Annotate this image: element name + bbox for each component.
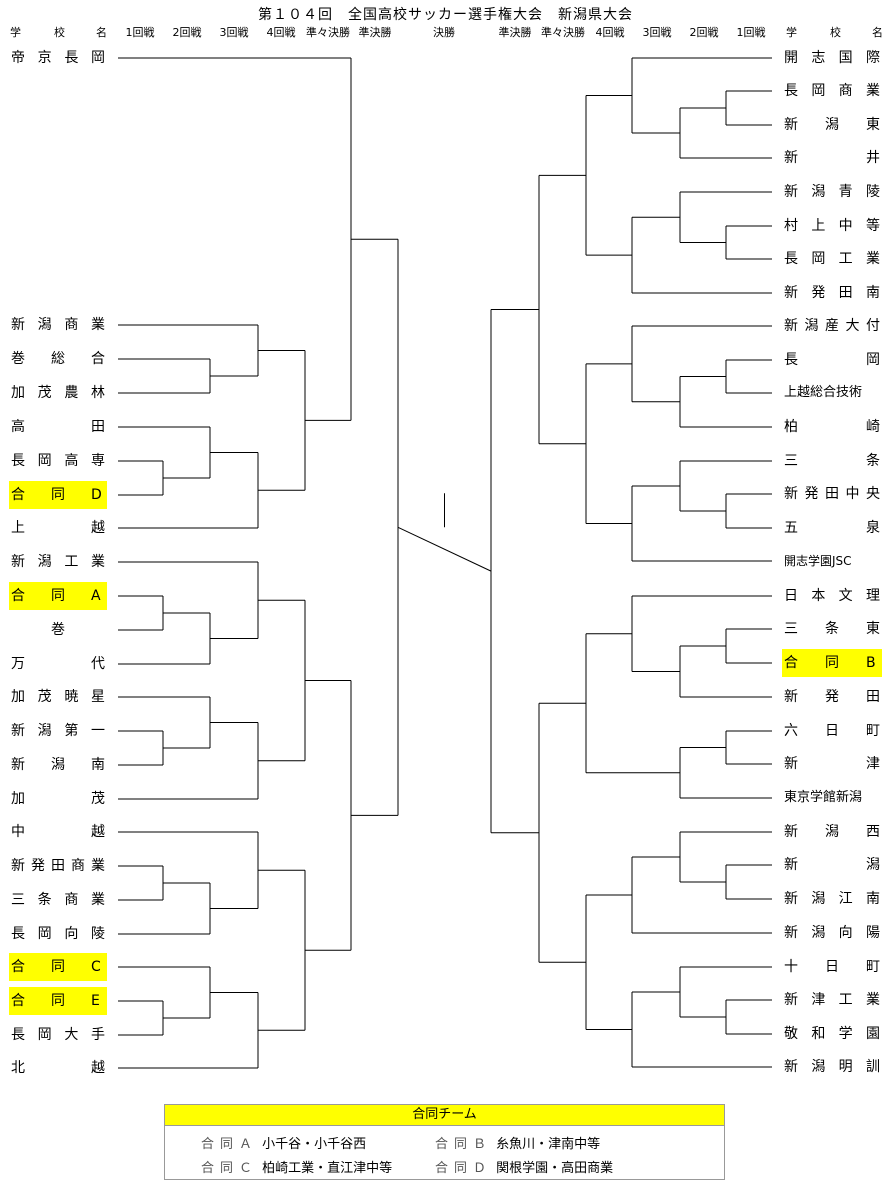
header-round-left-4: 4回戦	[266, 26, 296, 39]
legend-entry-d: 合同Ｄ 関根学園・高田商業	[435, 1157, 613, 1176]
header-round-left-2: 2回戦	[172, 26, 202, 39]
joint-team-legend: 合同チーム 合同Ａ 小千谷・小千谷西 合同Ｂ 糸魚川・津南中等 合同Ｃ 柏崎工業…	[164, 1104, 725, 1180]
legend-entry-a: 合同Ａ 小千谷・小千谷西	[201, 1133, 366, 1152]
team-right-10: 上越総合技術	[784, 385, 863, 400]
team-right-29: 敬和学園	[784, 1026, 880, 1042]
team-left-2: 巻総合	[11, 351, 105, 367]
legend-tag: 合同Ｃ	[201, 1161, 259, 1176]
team-right-7: 新発田南	[784, 285, 880, 301]
header-school-left-2: 校	[54, 26, 65, 39]
header-round-right-2: 準々決勝	[541, 26, 585, 39]
page-title: 第１０４回 全国高校サッカー選手権大会 新潟県大会	[258, 7, 633, 23]
team-right-11: 柏崎	[784, 419, 880, 435]
team-right-28: 新津工業	[784, 992, 880, 1008]
team-left-15: 加茂	[11, 791, 105, 807]
team-right-12: 三条	[784, 453, 880, 469]
team-right-16: 日本文理	[784, 588, 880, 604]
header-round-right-5: 2回戦	[689, 26, 719, 39]
header-round-right-3: 4回戦	[595, 26, 625, 39]
team-right-8: 新潟産大付	[784, 318, 880, 334]
team-right-3: 新井	[784, 150, 880, 166]
team-left-3: 加茂農林	[11, 385, 105, 401]
team-left-19: 長岡向陵	[11, 926, 105, 942]
team-left-16: 中越	[11, 824, 105, 840]
header-school-left-1: 学	[10, 26, 21, 39]
header-round-right-6: 1回戦	[736, 26, 766, 39]
team-right-9: 長岡	[784, 352, 880, 368]
team-left-4: 高田	[11, 419, 105, 435]
legend-members: 糸魚川・津南中等	[496, 1137, 601, 1152]
header-round-left-1: 1回戦	[125, 26, 155, 39]
header-round-left-3: 3回戦	[219, 26, 249, 39]
legend-tag: 合同Ａ	[201, 1137, 259, 1152]
legend-entry-c: 合同Ｃ 柏崎工業・直江津中等	[201, 1157, 392, 1176]
team-right-24: 新潟	[784, 857, 880, 873]
team-right-25: 新潟江南	[784, 891, 880, 907]
header-school-right-3: 名	[872, 26, 883, 39]
header-final: 決勝	[433, 26, 455, 39]
team-right-1: 長岡商業	[784, 83, 880, 99]
team-left-5: 長岡高専	[11, 453, 105, 469]
header-school-right-2: 校	[830, 26, 841, 39]
legend-title: 合同チーム	[165, 1105, 724, 1126]
header-round-left-5: 準々決勝	[306, 26, 350, 39]
team-right-26: 新潟向陽	[784, 925, 880, 941]
team-right-21: 新津	[784, 756, 880, 772]
team-right-19: 新発田	[784, 689, 880, 705]
team-left-1: 新潟商業	[11, 317, 105, 333]
legend-members: 小千谷・小千谷西	[262, 1137, 367, 1152]
team-right-4: 新潟青陵	[784, 184, 880, 200]
legend-members: 柏崎工業・直江津中等	[262, 1161, 393, 1176]
team-right-15: 開志学園JSC	[784, 554, 852, 568]
team-right-0: 開志国際	[784, 50, 880, 66]
team-right-5: 村上中等	[784, 218, 880, 234]
team-left-7: 上越	[11, 520, 105, 536]
legend-members: 関根学園・高田商業	[496, 1161, 614, 1176]
team-left-14: 新潟南	[11, 757, 105, 773]
header-round-right-1: 準決勝	[498, 26, 532, 39]
legend-entry-b: 合同Ｂ 糸魚川・津南中等	[435, 1133, 600, 1152]
team-left-18: 三条商業	[11, 892, 105, 908]
team-left-8: 新潟工業	[11, 554, 105, 570]
team-left-11: 万代	[11, 656, 105, 672]
header-school-right-1: 学	[786, 26, 797, 39]
team-right-14: 五泉	[784, 520, 880, 536]
team-left-23: 北越	[11, 1060, 105, 1076]
team-right-13: 新発田中央	[784, 486, 880, 502]
team-right-17: 三条東	[784, 621, 880, 637]
team-right-6: 長岡工業	[784, 251, 880, 267]
bracket-line-159	[397, 526, 492, 572]
header-round-right-4: 3回戦	[642, 26, 672, 39]
team-left-10: 巻	[51, 622, 65, 638]
header-school-left-3: 名	[96, 26, 107, 39]
team-right-30: 新潟明訓	[784, 1059, 880, 1075]
legend-tag: 合同Ｄ	[435, 1161, 493, 1176]
team-left-13: 新潟第一	[11, 723, 105, 739]
team-left-12: 加茂暁星	[11, 689, 105, 705]
team-left-0: 帝京長岡	[11, 50, 105, 66]
team-right-27: 十日町	[784, 959, 880, 975]
legend-tag: 合同Ｂ	[435, 1137, 493, 1152]
team-right-20: 六日町	[784, 723, 880, 739]
team-left-17: 新発田商業	[11, 858, 105, 874]
team-right-2: 新潟東	[784, 117, 880, 133]
header-round-left-6: 準決勝	[358, 26, 392, 39]
team-left-22: 長岡大手	[11, 1027, 105, 1043]
team-right-23: 新潟西	[784, 824, 880, 840]
team-right-22: 東京学館新潟	[784, 790, 863, 805]
